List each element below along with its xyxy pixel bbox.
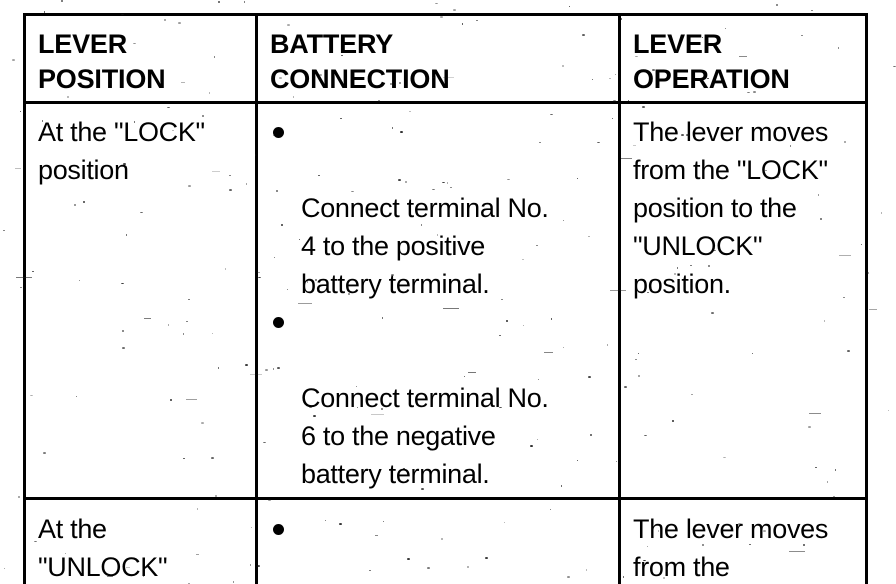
lever-battery-table-container: LEVER POSITION BATTERY CONNECTION LEVER … bbox=[23, 13, 868, 584]
lever-battery-table: LEVER POSITION BATTERY CONNECTION LEVER … bbox=[23, 13, 868, 584]
list-item: Connect terminal No. 4 to the positive b… bbox=[264, 113, 612, 303]
lever-position-text-row2: At the "UNLOCK" position bbox=[38, 514, 168, 582]
lever-operation-text-row2: The lever moves from the "UNLOCK" positi… bbox=[633, 514, 829, 582]
header-cell-lever-position: LEVER POSITION bbox=[23, 13, 258, 104]
lever-position-text-row1: At the "LOCK" position bbox=[38, 117, 205, 185]
table-header-row: LEVER POSITION BATTERY CONNECTION LEVER … bbox=[23, 13, 868, 104]
bullet-dot-icon bbox=[273, 524, 284, 535]
header-text-lever-operation: LEVER OPERATION bbox=[633, 29, 790, 94]
lever-operation-text-row1: The lever moves from the "LOCK" position… bbox=[633, 117, 829, 299]
cell-battery-connection-row1: Connect terminal No. 4 to the positive b… bbox=[255, 101, 621, 500]
bullet-dot-icon bbox=[273, 317, 284, 328]
list-item-text: Connect terminal No. 4 to the positive b… bbox=[301, 193, 549, 299]
cell-battery-connection-row2: Connect terminal No. 4 to the negative b… bbox=[255, 497, 621, 584]
list-item-text: Connect terminal No. 6 to the negative b… bbox=[301, 383, 549, 489]
cell-lever-position-row2: At the "UNLOCK" position bbox=[23, 497, 258, 584]
battery-connection-list-row2: Connect terminal No. 4 to the negative b… bbox=[264, 510, 612, 584]
cell-lever-operation-row2: The lever moves from the "UNLOCK" positi… bbox=[618, 497, 868, 584]
bullet-dot-icon bbox=[273, 127, 284, 138]
header-cell-lever-operation: LEVER OPERATION bbox=[618, 13, 868, 104]
list-item: Connect terminal No. 6 to the negative b… bbox=[264, 303, 612, 493]
table-row: At the "UNLOCK" position Connect termina… bbox=[23, 497, 868, 584]
cell-lever-position-row1: At the "LOCK" position bbox=[23, 101, 258, 500]
battery-connection-list-row1: Connect terminal No. 4 to the positive b… bbox=[264, 113, 612, 493]
cell-lever-operation-row1: The lever moves from the "LOCK" position… bbox=[618, 101, 868, 500]
table-row: At the "LOCK" position Connect terminal … bbox=[23, 101, 868, 500]
list-item: Connect terminal No. 4 to the negative b… bbox=[264, 510, 612, 584]
header-text-battery-connection: BATTERY CONNECTION bbox=[270, 29, 450, 94]
header-cell-battery-connection: BATTERY CONNECTION bbox=[255, 13, 621, 104]
header-text-lever-position: LEVER POSITION bbox=[38, 29, 166, 94]
